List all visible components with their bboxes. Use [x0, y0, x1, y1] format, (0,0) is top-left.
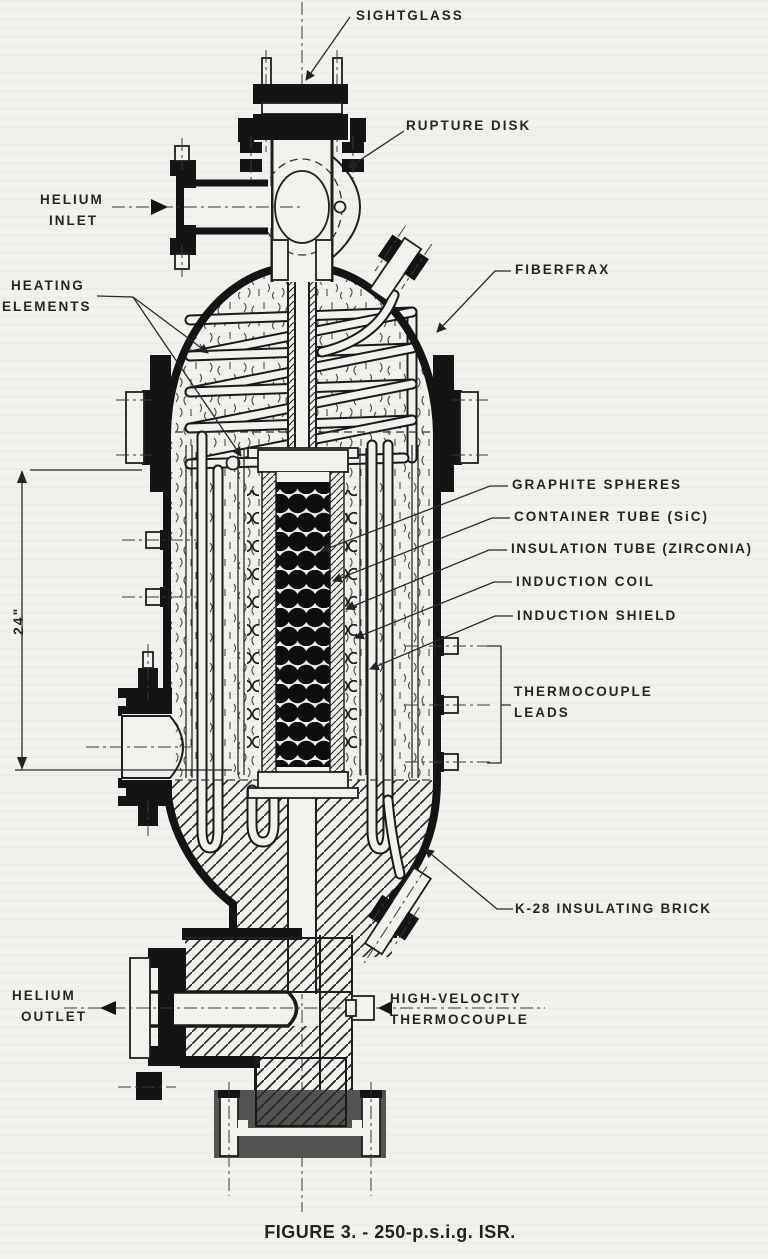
label-thermocouple-leads: THERMOCOUPLE LEADS	[514, 684, 653, 720]
drain-angled-nozzle	[363, 794, 433, 964]
helium-inlet-nozzle	[112, 138, 300, 277]
dimension-24in	[15, 469, 232, 771]
core-assembly	[247, 447, 359, 799]
thermocouple-lead-fittings	[405, 636, 492, 772]
leader-lines	[96, 16, 513, 910]
label-high-velocity-thermocouple: HIGH-VELOCITY THERMOCOUPLE	[390, 991, 529, 1027]
left-side-flange	[116, 355, 171, 492]
label-sightglass: SIGHTGLASS	[356, 8, 464, 23]
label-container-tube: CONTAINER TUBE (SiC)	[514, 509, 709, 524]
right-side-flange	[433, 355, 488, 492]
induction-coil-right	[345, 490, 357, 756]
label-heating-elements: HEATING ELEMENTS	[2, 278, 92, 314]
hv-thermocouple-arrow	[378, 1001, 392, 1015]
label-fiberfrax: FIBERFRAX	[515, 262, 611, 277]
left-lower-nozzle	[86, 644, 192, 836]
label-induction-coil: INDUCTION COIL	[516, 574, 655, 589]
label-dimension-24in: 24"	[10, 606, 26, 635]
inlet-flow-arrow	[151, 199, 168, 215]
label-induction-shield: INDUCTION SHIELD	[517, 608, 678, 623]
label-helium-outlet: HELIUM OUTLET	[12, 988, 87, 1024]
label-k28-brick: K-28 INSULATING BRICK	[515, 901, 712, 916]
label-rupture-disk: RUPTURE DISK	[406, 118, 532, 133]
figure-caption: FIGURE 3. - 250-p.s.i.g. ISR.	[264, 1222, 516, 1242]
label-insulation-tube: INSULATION TUBE (ZIRCONIA)	[511, 541, 753, 556]
bottom-flange	[214, 1057, 386, 1196]
induction-coil-left	[247, 490, 259, 756]
left-wall-fittings	[122, 530, 196, 607]
sightglass-assembly	[238, 50, 366, 282]
liner-boundaries	[175, 431, 430, 781]
graphite-spheres-fill	[276, 482, 330, 767]
top-right-angled-nozzle	[316, 225, 433, 358]
thermocouple-bracket	[487, 645, 511, 764]
label-helium-inlet: HELIUM INLET	[40, 192, 104, 228]
label-graphite-spheres: GRAPHITE SPHERES	[512, 477, 683, 492]
outlet-flow-arrow	[100, 1001, 116, 1015]
